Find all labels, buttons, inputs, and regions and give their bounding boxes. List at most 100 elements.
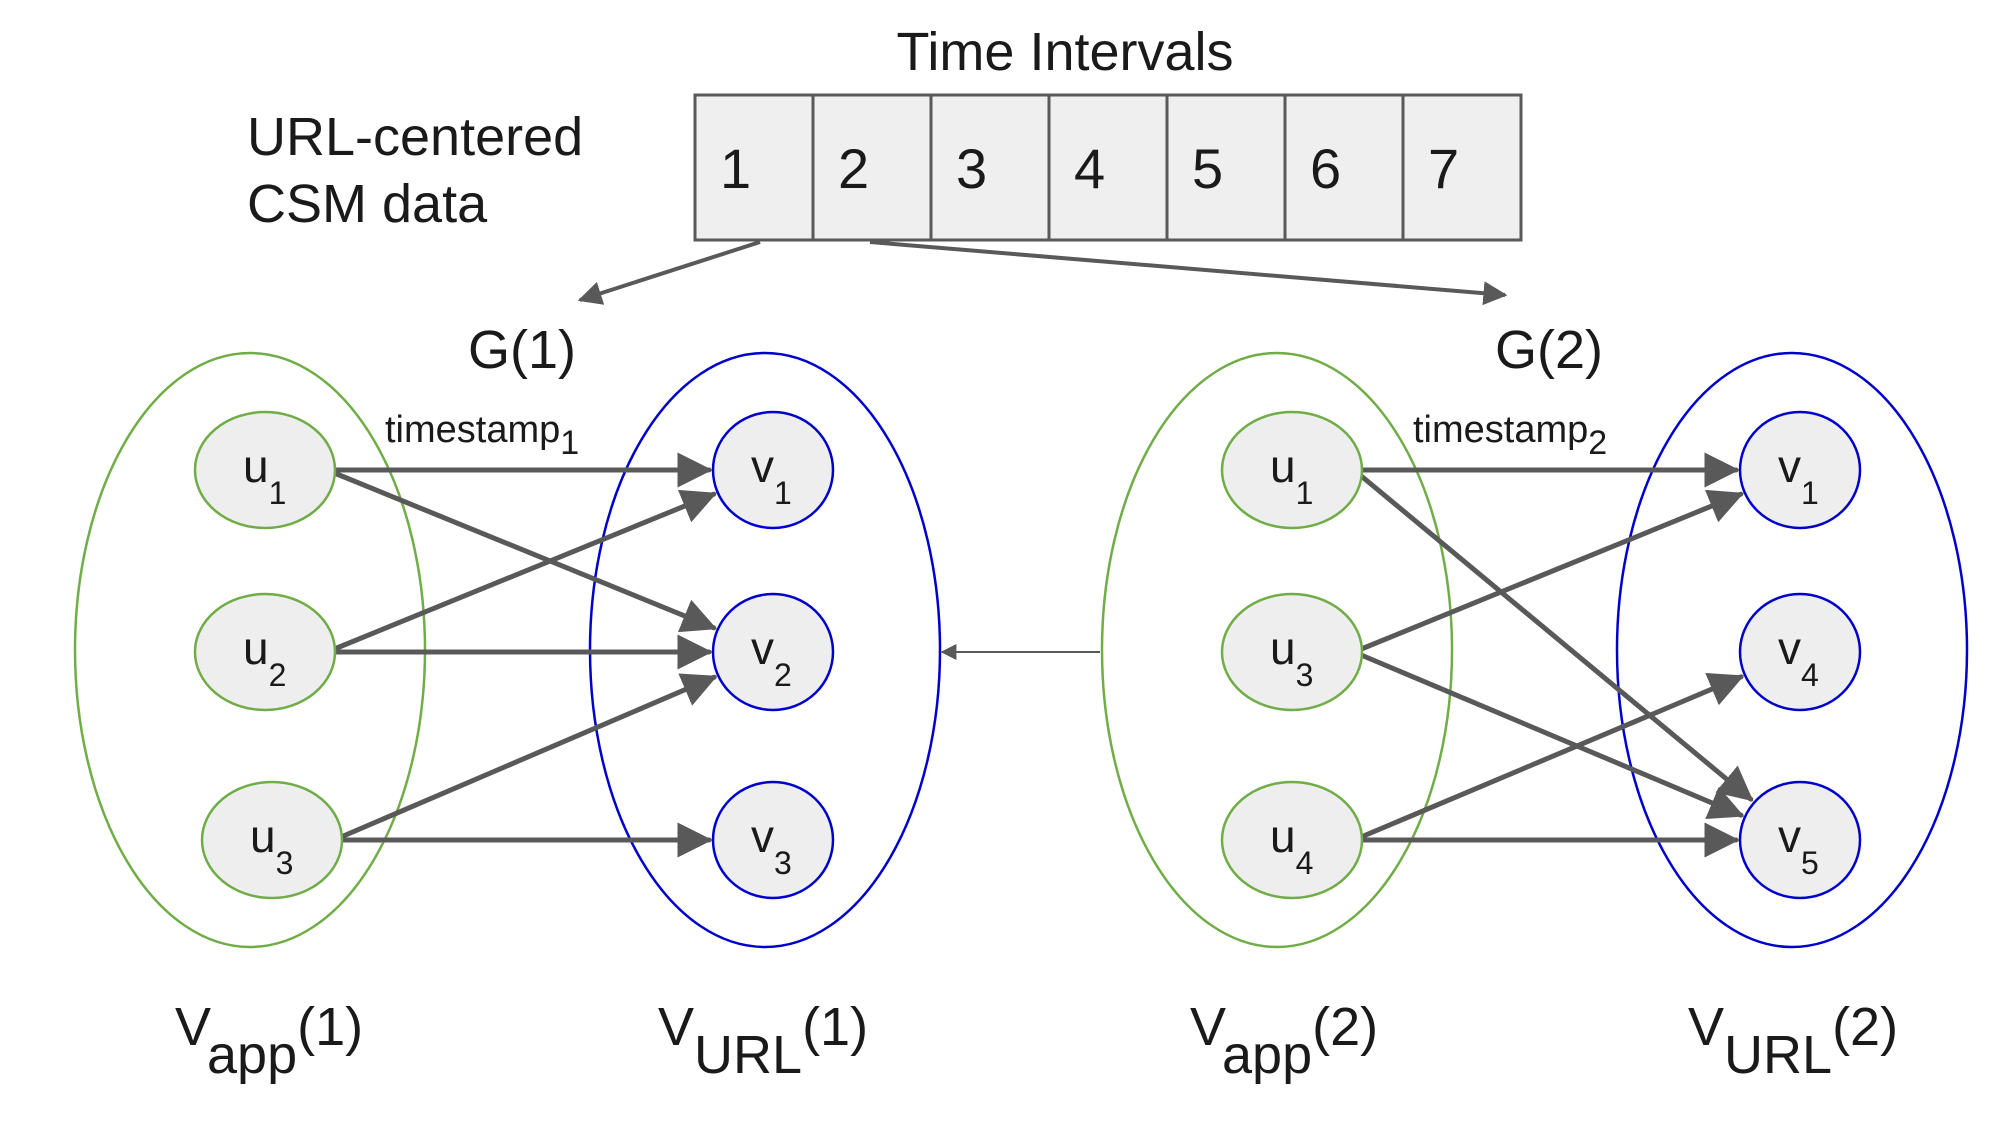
- graph-2-node-u1: u1: [1220, 410, 1364, 530]
- graph-2-node-u4: u4: [1220, 780, 1364, 900]
- interval-strip: 1 2 3 4 5 6 7: [693, 93, 1523, 242]
- graph-2-node-u4-circle: [1220, 780, 1364, 900]
- graph-2-right-set-suffix: (2): [1832, 997, 1898, 1057]
- graph-2-node-u1-label-base: u: [1270, 440, 1296, 492]
- graph-1-node-u3-label-base: u: [250, 810, 276, 862]
- graph-1-right-set-base: V: [658, 997, 694, 1057]
- graph-1-node-v2-label: v2: [751, 622, 792, 693]
- interval-label-2: 2: [838, 137, 869, 200]
- graph-2-node-u3-label: u3: [1270, 622, 1313, 693]
- graph-1-node-u1-label-sub: 1: [269, 475, 287, 511]
- graph-1-left-set-label: Vapp(1): [175, 997, 363, 1085]
- graph-2-node-v1-label: v1: [1778, 440, 1819, 511]
- graph-1-node-u2-label: u2: [243, 622, 286, 693]
- interval-cell-1: [693, 93, 815, 242]
- graph-2-right-set-label: VURL(2): [1688, 997, 1898, 1085]
- graph-2-node-v4-label-sub: 4: [1801, 657, 1819, 693]
- graph-2-right-set-sub: URL: [1724, 1025, 1832, 1085]
- graph-1-left-set-base: V: [175, 997, 211, 1057]
- graph-1-node-v2: v2: [711, 592, 835, 712]
- graph-1-node-v3-label-base: v: [751, 810, 774, 862]
- graph-1-edge-u2-v1: [324, 489, 717, 655]
- graph-1-node-v2-circle: [711, 592, 835, 712]
- graph-2-node-v5-label: v5: [1778, 810, 1819, 881]
- interval-label-6: 6: [1310, 137, 1341, 200]
- graph-1-node-u2: u2: [193, 592, 337, 712]
- graph-1-right-set-label: VURL(1): [658, 997, 868, 1085]
- graph-2-node-u3-label-base: u: [1270, 622, 1296, 674]
- graph-2-node-u3-label-sub: 3: [1296, 657, 1314, 693]
- graph-1-node-u2-label-sub: 2: [269, 657, 287, 693]
- graph-2-edge-u3-v5: [1351, 649, 1745, 820]
- graph-2-url-set-ellipse: [1615, 351, 1969, 949]
- data-label-line2: CSM data: [247, 174, 488, 234]
- graph-2-node-u4-label: u4: [1270, 810, 1313, 881]
- graph-1-edge-u3-v2: [331, 673, 718, 843]
- graph-2-node-v4-label-base: v: [1778, 622, 1801, 674]
- interval-cell-2: [811, 93, 933, 242]
- graph-2-edge-u1-v5: [1351, 467, 1754, 802]
- interval-label-3: 3: [956, 137, 987, 200]
- graph-1-node-u2-label-base: u: [243, 622, 269, 674]
- graph-2-node-v1: v1: [1738, 410, 1862, 530]
- graph-2-left-set-sub: app: [1222, 1025, 1312, 1085]
- graph-1-right-set-suffix: (1): [802, 997, 868, 1057]
- interval-label-1: 1: [720, 137, 751, 200]
- graph-2-node-v5-circle: [1738, 780, 1862, 900]
- graph-2-node-v1-label-base: v: [1778, 440, 1801, 492]
- graph-2-left-set-label: Vapp(2): [1190, 997, 1378, 1085]
- time-intervals-title: Time Intervals: [896, 22, 1233, 82]
- graph-1-node-u1: u1: [193, 410, 337, 530]
- interval-label-4: 4: [1074, 137, 1105, 200]
- graph-1-timestamp-sub: 1: [560, 424, 579, 462]
- interval-cell-6: [1283, 93, 1405, 242]
- graph-1-timestamp-base: timestamp: [385, 409, 560, 451]
- graph-1-node-v2-label-sub: 2: [774, 657, 792, 693]
- interval-cell-5: [1165, 93, 1287, 242]
- graph-2-app-set-ellipse: [1100, 351, 1454, 949]
- graph-1-node-u3: u3: [200, 780, 344, 900]
- interval-cell-4: [1047, 93, 1169, 242]
- edges-layer: [324, 452, 1754, 858]
- graph-1-node-v3-circle: [711, 780, 835, 900]
- graph-2-timestamp: timestamp2: [1413, 409, 1607, 462]
- graph-1-node-u3-label: u3: [250, 810, 293, 881]
- graph-1-right-set-sub: URL: [694, 1025, 802, 1085]
- graph-1-node-u2-circle: [193, 592, 337, 712]
- graph-1-node-u3-label-sub: 3: [276, 845, 294, 881]
- graph-1-node-u1-label-base: u: [243, 440, 269, 492]
- graph-1-node-u1-label: u1: [243, 440, 286, 511]
- graph-1-left-set-suffix: (1): [297, 997, 363, 1057]
- interval-2-to-g2-arrow: [869, 240, 1508, 306]
- graph-1-node-v1-label: v1: [751, 440, 792, 511]
- graph-2-node-u1-label: u1: [1270, 440, 1313, 511]
- graph-2-right-set-base: V: [1688, 997, 1724, 1057]
- graph-1-node-v2-label-base: v: [751, 622, 774, 674]
- graph-2-edge-u4-v4: [1351, 672, 1745, 843]
- interval-label-5: 5: [1192, 137, 1223, 200]
- graph-2-node-u1-circle: [1220, 410, 1364, 530]
- graph-1-node-u3-circle: [200, 780, 344, 900]
- graph-1-node-v3: v3: [711, 780, 835, 900]
- graph-2-left-set-base: V: [1190, 997, 1226, 1057]
- graph-2-node-u4-label-base: u: [1270, 810, 1296, 862]
- graph-2-node-u1-label-sub: 1: [1296, 475, 1314, 511]
- graph-2-node-v4: v4: [1738, 592, 1862, 712]
- graph-1-node-v1: v1: [711, 410, 835, 530]
- graph-1-timestamp: timestamp1: [385, 409, 579, 462]
- graph-2-edge-u3-v1: [1351, 489, 1744, 655]
- graph-1-node-v1-label-base: v: [751, 440, 774, 492]
- graph-1-node-v1-circle: [711, 410, 835, 530]
- data-label-line1: URL-centered: [247, 107, 583, 167]
- graph-2-node-v4-label: v4: [1778, 622, 1819, 693]
- interval-label-7: 7: [1428, 137, 1459, 200]
- interval-1-to-g1-arrow: [577, 240, 761, 305]
- graph-1-node-v3-label-sub: 3: [774, 845, 792, 881]
- graph-2-node-v5-label-sub: 5: [1801, 845, 1819, 881]
- interval-cell-7: [1401, 93, 1523, 242]
- graph-2-node-v5-label-base: v: [1778, 810, 1801, 862]
- graph-2-node-u4-label-sub: 4: [1296, 845, 1314, 881]
